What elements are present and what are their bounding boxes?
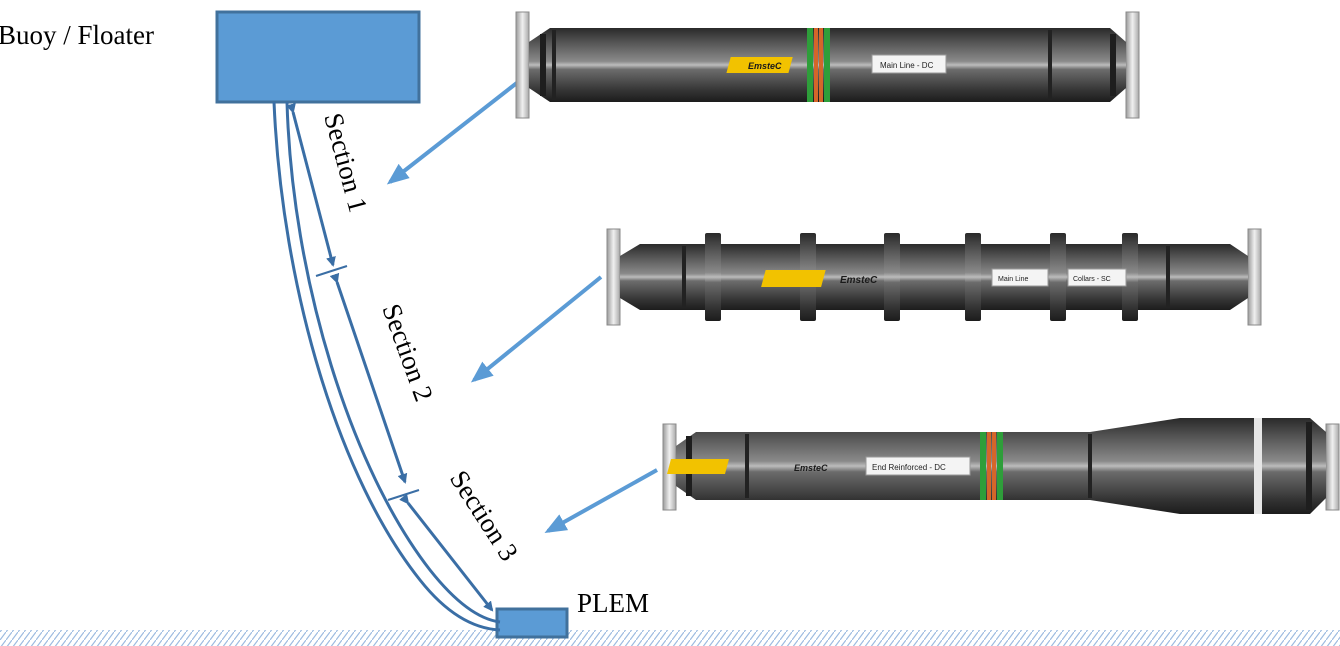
- section2-label: Section 2: [376, 300, 439, 405]
- section1-label: Section 1: [318, 110, 373, 216]
- section3-label: Section 3: [444, 465, 524, 566]
- section1-divider: [315, 265, 348, 277]
- section2-arrow: [329, 272, 408, 484]
- pipe-tag-box: [865, 456, 971, 476]
- pipe-tag: Main Line - DC: [880, 61, 934, 70]
- pointer-arrow-1: [386, 73, 529, 185]
- plem-box: [495, 607, 569, 639]
- section1-arrow: [286, 102, 336, 267]
- section2-divider: [387, 489, 420, 501]
- pipe-tag: Main Line: [998, 276, 1028, 283]
- pipe-main-line-collars-sc: EmsteC Main Line Collars - SC: [606, 228, 1262, 326]
- svg-text:EmsteC: EmsteC: [840, 275, 878, 286]
- pipe-tag: End Reinforced - DC: [872, 463, 946, 472]
- buoy-box: [215, 10, 421, 104]
- pipe-main-line-dc: EmsteC Main Line - DC: [515, 11, 1140, 119]
- pipe-tag-box: [991, 268, 1049, 287]
- pointer-arrow-2: [470, 275, 603, 383]
- section3-arrow: [399, 493, 494, 612]
- plem-label: PLEM: [577, 588, 649, 618]
- pipe-tag-box: [871, 54, 947, 74]
- svg-text:EmsteC: EmsteC: [794, 463, 828, 473]
- pipe-tag: Collars - SC: [1073, 276, 1111, 283]
- emstec-logo: EmsteC: [761, 270, 878, 287]
- riser-hose-outer: [272, 101, 501, 632]
- seabed: [0, 630, 1340, 646]
- emstec-logo: EmsteC: [726, 57, 793, 73]
- pipe-tag-box: [1067, 268, 1127, 287]
- pointer-arrow-3: [544, 468, 658, 533]
- svg-text:EmsteC: EmsteC: [748, 61, 782, 71]
- emstec-logo: EmsteC: [666, 459, 828, 474]
- buoy-label: Buoy / Floater: [0, 20, 154, 50]
- pipe-end-reinforced-dc: EmsteC End Reinforced - DC: [662, 418, 1340, 514]
